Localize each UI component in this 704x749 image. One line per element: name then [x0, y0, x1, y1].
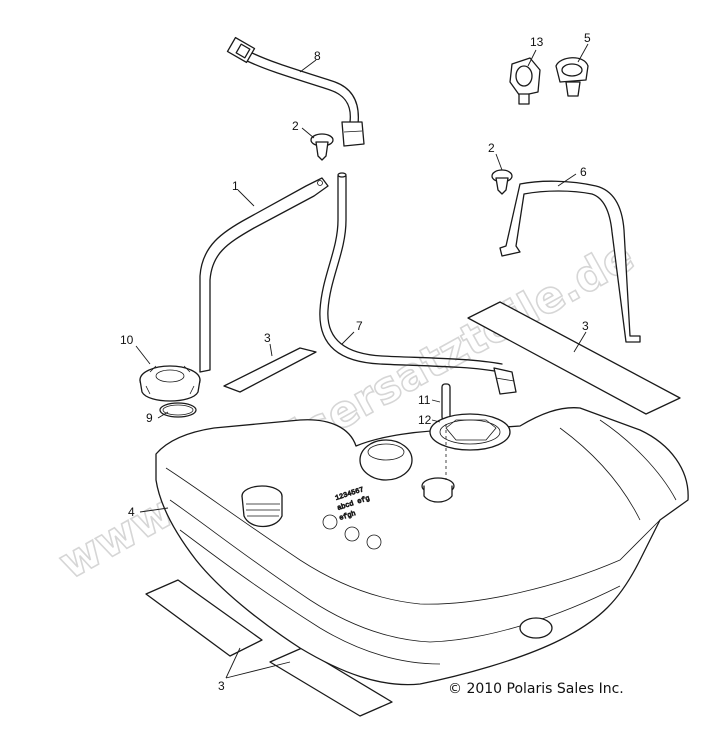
o-ring-part-9	[159, 402, 197, 418]
callout-2-right: 2	[488, 141, 495, 155]
callout-9: 9	[146, 411, 153, 425]
fuel-tank-part-4: 1234567 abcd efg efgh	[155, 407, 689, 686]
callout-3-upper-left: 3	[264, 331, 271, 345]
tank-strap-part-6	[499, 180, 641, 343]
callout-11: 11	[418, 393, 431, 407]
callout-3-upper-right: 3	[582, 319, 589, 333]
leader-lines	[135, 43, 589, 679]
callout-5: 5	[584, 31, 591, 45]
push-rivet-part-2-left	[310, 133, 334, 161]
fuel-line-part-7	[319, 172, 517, 395]
callout-7: 7	[356, 319, 363, 333]
push-rivet-part-2-right	[491, 169, 513, 195]
pad-part-3-lower-left	[145, 579, 263, 657]
clip-part-5	[555, 57, 589, 97]
tube-part-11	[441, 383, 451, 421]
pad-part-3-upper-right	[467, 301, 681, 415]
callout-10: 10	[120, 333, 134, 347]
copyright-text: © 2010 Polaris Sales Inc.	[448, 681, 624, 697]
pad-part-3-lower-right	[269, 647, 393, 717]
callout-3-bottom: 3	[218, 679, 225, 693]
callout-4: 4	[128, 505, 135, 519]
callout-labels: 8 2 13 5 2 6 1 3 7 3 10 9 11 12 4 3	[120, 31, 591, 693]
fuel-cap-part-10	[139, 365, 201, 402]
callout-12: 12	[418, 413, 432, 427]
callout-13: 13	[530, 35, 544, 49]
callout-2-left: 2	[292, 119, 299, 133]
tank-strap-part-1	[199, 177, 329, 373]
vent-hose-part-8	[226, 36, 365, 147]
callout-8: 8	[314, 49, 321, 63]
callout-6: 6	[580, 165, 587, 179]
callout-1: 1	[232, 179, 239, 193]
clip-part-13	[509, 57, 541, 105]
pad-part-3-upper-left	[223, 347, 317, 393]
